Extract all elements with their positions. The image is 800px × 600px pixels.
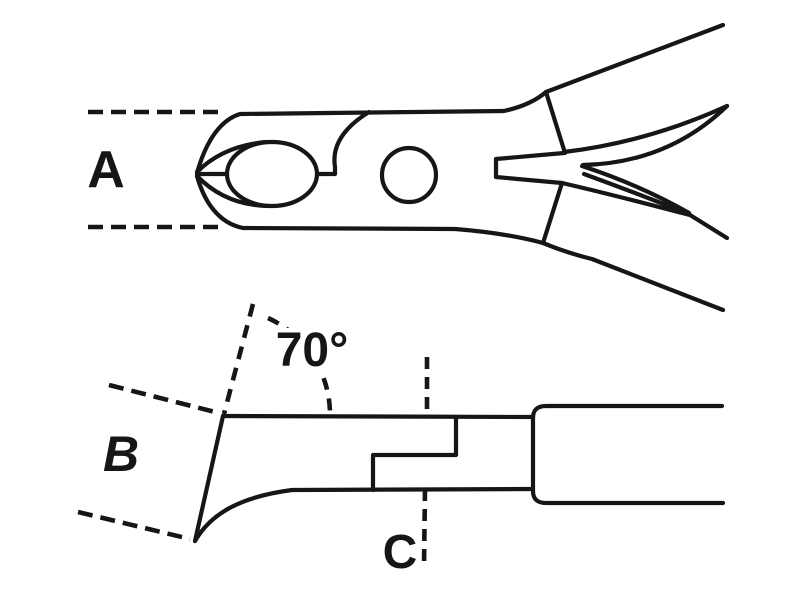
head-outline-bottom [194, 173, 546, 246]
angle-arc [267, 315, 333, 414]
upper-leaf-spring [580, 103, 730, 168]
pivot-hole [379, 145, 439, 205]
angle-value-label: 70° [276, 324, 349, 377]
top-view-drawing: A [83, 22, 730, 313]
wire-guide-dashed-upper [108, 382, 220, 416]
blade-cutting-face [192, 413, 226, 544]
handle-fork-notch [493, 150, 567, 186]
lower-leaf-spring-lower-line [581, 171, 692, 217]
handle-grip-side [530, 403, 726, 506]
lower-leaf-spring-upper-line [579, 163, 692, 216]
section-label: C [383, 526, 418, 579]
side-view-label: B [103, 426, 139, 482]
lower-handle-bottom-edge [540, 240, 726, 313]
jaw-seam-right-and-boss-curve [314, 109, 372, 177]
blade-top-edge [220, 413, 536, 420]
head-outline-top [194, 89, 549, 176]
upper-grip-endcap [543, 89, 568, 156]
blade-bottom-edge [192, 486, 536, 544]
blade-axis-dashed-line [221, 303, 256, 415]
top-view-label: A [87, 141, 125, 199]
joint-step-line [370, 414, 459, 493]
side-view-drawing: 70° B C [77, 303, 726, 584]
upper-handle-top-edge [543, 22, 726, 95]
wire-guide-dashed-lower [77, 509, 191, 542]
section-dashed-line-lower [421, 488, 428, 567]
lower-handle-top-edge [559, 180, 730, 241]
upper-handle-bottom-edge [561, 103, 730, 155]
cutting-edge-ellipse [224, 139, 320, 209]
lower-grip-endcap [540, 180, 565, 246]
